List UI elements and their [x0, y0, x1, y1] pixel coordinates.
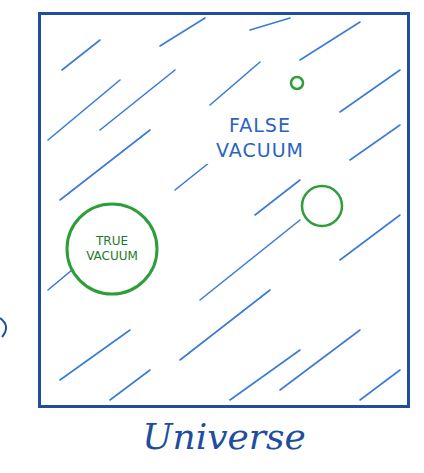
- heading: Universe: [41, 417, 407, 457]
- edge-mark: [0, 318, 6, 337]
- region-label: FALSE VACUUM: [198, 111, 322, 164]
- bubble-node: TRUE VACUUM: [64, 201, 160, 297]
- hatching: [48, 18, 400, 400]
- bubble: [302, 186, 342, 226]
- universe-box: FALSE VACUUMUniverseTRUE VACUUM: [38, 12, 410, 408]
- true-vacuum-bubble: [67, 204, 157, 294]
- bubble: [291, 77, 303, 89]
- bubble-label: TRUE VACUUM: [78, 234, 146, 264]
